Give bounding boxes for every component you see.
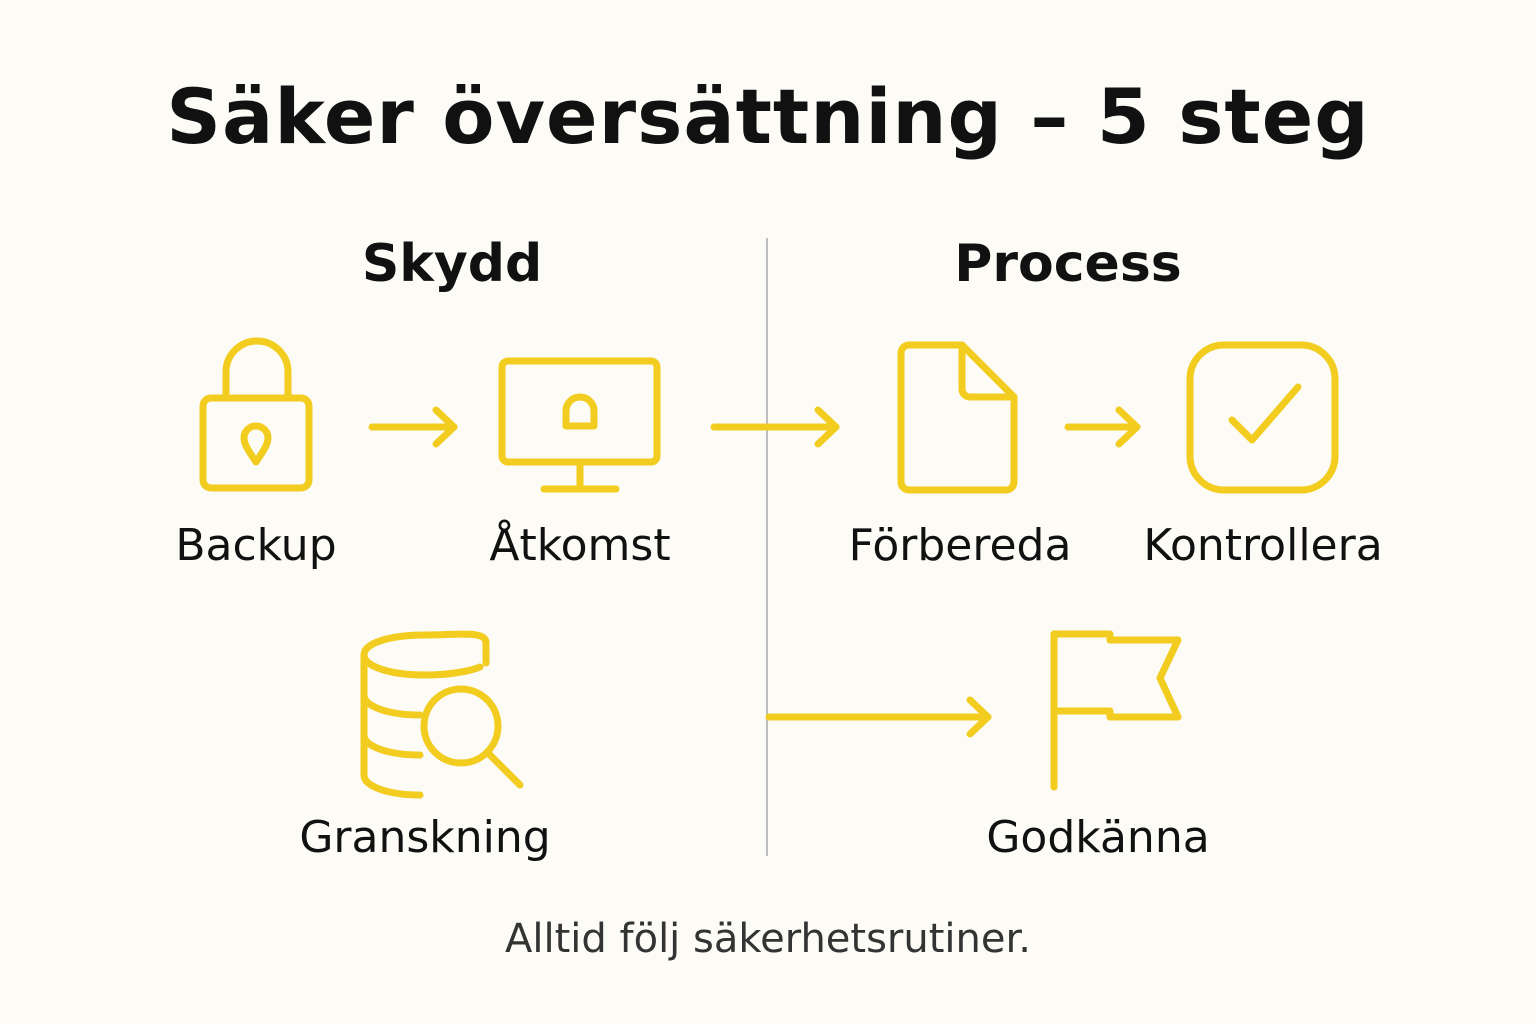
arrow-access-to-prepare <box>710 406 840 448</box>
checkbox-icon <box>1186 341 1339 494</box>
document-icon <box>897 341 1018 494</box>
section-heading-protection: Skydd <box>361 234 543 294</box>
step-label-backup: Backup <box>175 520 337 571</box>
page-title: Säker översättning – 5 steg <box>166 72 1370 161</box>
section-heading-process: Process <box>954 234 1182 294</box>
monitor-lock-icon <box>498 357 661 493</box>
step-label-access: Åtkomst <box>489 520 671 571</box>
arrow-review-to-approve <box>765 696 992 738</box>
arrow-backup-to-access <box>368 406 458 448</box>
step-label-review: Granskning <box>299 812 551 863</box>
arrow-prepare-to-check <box>1064 406 1141 448</box>
step-label-approve: Godkänna <box>986 812 1210 863</box>
flag-icon <box>1050 630 1182 791</box>
footer-note: Alltid följ säkerhetsrutiner. <box>505 916 1031 962</box>
step-label-check: Kontrollera <box>1143 520 1383 571</box>
step-label-prepare: Förbereda <box>848 520 1072 571</box>
database-search-icon <box>360 630 524 799</box>
padlock-icon <box>199 337 313 492</box>
